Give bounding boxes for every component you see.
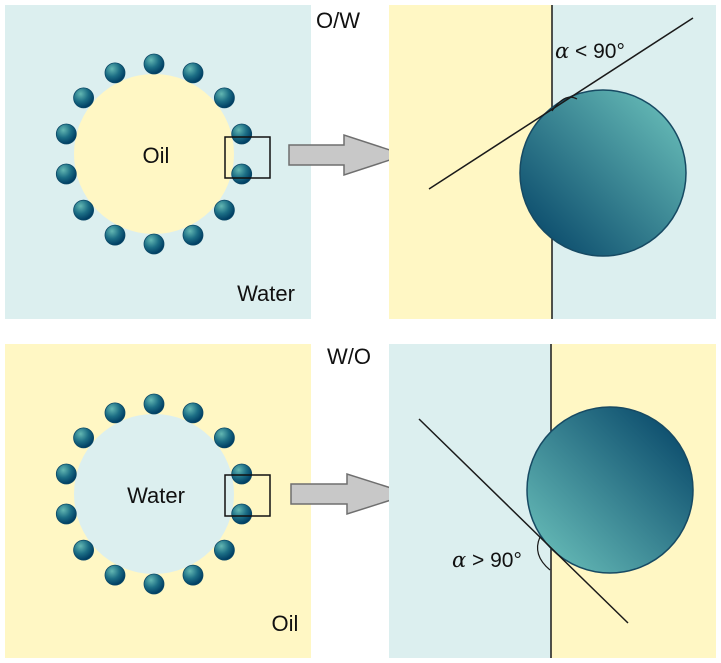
particle-sphere-icon bbox=[182, 564, 204, 586]
particle-sphere-icon bbox=[55, 123, 77, 145]
bottom-particle-ring bbox=[55, 393, 253, 595]
top-droplet-label: Oil bbox=[143, 143, 170, 168]
top-angle-arc bbox=[551, 96, 578, 112]
bottom-angle-arc bbox=[537, 536, 551, 571]
particle-sphere-icon bbox=[55, 463, 77, 485]
bottom-continuous-label: Oil bbox=[272, 611, 299, 636]
particle-sphere-icon bbox=[182, 402, 204, 424]
bottom-water-side bbox=[389, 344, 551, 658]
particle-sphere-icon bbox=[231, 123, 253, 145]
top-tangent-line bbox=[428, 17, 694, 190]
top-angle-label: α < 90° bbox=[555, 39, 625, 63]
bottom-angle-label: α > 90° bbox=[452, 548, 522, 572]
particle-sphere-icon bbox=[213, 199, 235, 221]
bottom-droplet-label: Water bbox=[127, 483, 185, 508]
top-continuous-label: Water bbox=[237, 281, 295, 306]
particle-sphere-icon bbox=[73, 87, 94, 109]
particle-sphere-icon bbox=[104, 402, 126, 424]
top-emulsion-panel: Oil Water bbox=[5, 5, 311, 319]
particle-sphere-icon bbox=[73, 427, 94, 449]
bottom-contact-angle-panel: α > 90° bbox=[389, 344, 716, 658]
particle-sphere-icon bbox=[143, 233, 165, 255]
particle-sphere-icon bbox=[231, 463, 253, 485]
bottom-water-droplet bbox=[74, 414, 234, 574]
top-oil-droplet bbox=[74, 74, 234, 234]
bottom-title: W/O bbox=[327, 344, 371, 369]
particle-sphere-icon bbox=[182, 224, 204, 246]
particle-sphere-icon bbox=[213, 87, 235, 109]
top-particle-ring bbox=[55, 53, 253, 255]
bottom-zoom-box bbox=[224, 474, 271, 517]
particle-sphere-icon bbox=[182, 62, 204, 84]
top-zoom-box bbox=[224, 136, 271, 179]
particle-sphere-icon bbox=[213, 539, 235, 561]
particle-sphere-icon bbox=[55, 503, 77, 525]
particle-sphere-icon bbox=[231, 503, 253, 525]
particle-sphere-icon bbox=[73, 539, 94, 561]
particle-sphere-icon bbox=[143, 393, 165, 415]
particle-sphere-icon bbox=[519, 89, 687, 257]
bottom-emulsion-panel: Water Oil bbox=[5, 344, 311, 658]
top-contact-angle-panel: α < 90° bbox=[389, 5, 716, 319]
particle-sphere-icon bbox=[104, 224, 126, 246]
bottom-tangent-line bbox=[418, 418, 629, 624]
right-arrow-icon bbox=[290, 472, 413, 516]
top-title: O/W bbox=[316, 8, 360, 33]
particle-sphere-icon bbox=[104, 564, 126, 586]
particle-sphere-icon bbox=[231, 163, 253, 185]
particle-sphere-icon bbox=[526, 406, 694, 574]
particle-sphere-icon bbox=[143, 53, 165, 75]
particle-sphere-icon bbox=[104, 62, 126, 84]
right-arrow-icon bbox=[288, 133, 408, 177]
particle-sphere-icon bbox=[213, 427, 235, 449]
particle-sphere-icon bbox=[55, 163, 77, 185]
particle-sphere-icon bbox=[143, 573, 165, 595]
particle-sphere-icon bbox=[73, 199, 94, 221]
